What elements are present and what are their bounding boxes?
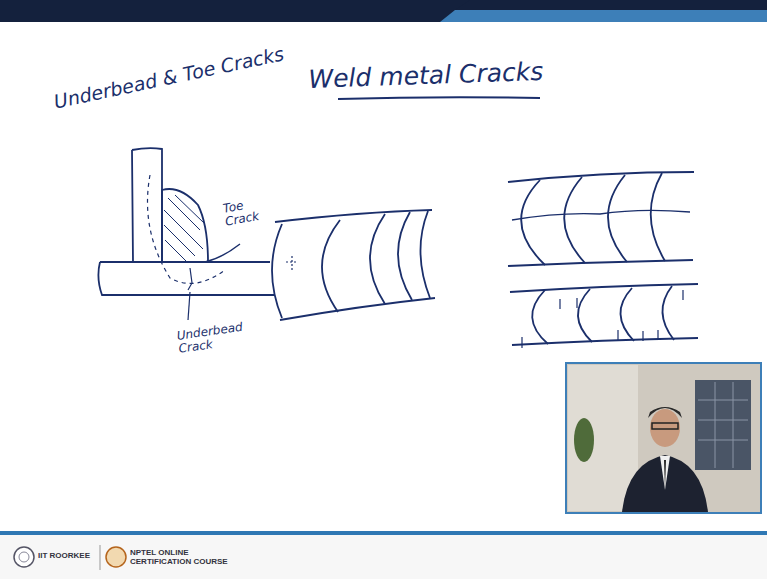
- footer-logo-text: IIT ROORKEE: [38, 552, 108, 561]
- iit-logo-inner: [19, 552, 29, 562]
- title-underline: [338, 97, 540, 99]
- section-heading: Underbead & Toe Cracks: [52, 38, 311, 112]
- header-bar: [0, 0, 767, 22]
- callout-label: Underbead Crack: [176, 319, 259, 356]
- slide-title: Weld metal Cracks: [308, 57, 569, 94]
- presenter-inset: [566, 363, 761, 513]
- header-stripe-dark: [455, 0, 767, 10]
- weld-bead-longitudinal-crack: [508, 172, 694, 266]
- weld-bead-transverse-crack: [510, 284, 698, 348]
- iit-logo: [14, 547, 34, 567]
- header-stripe: [440, 10, 767, 22]
- footer-line: [0, 531, 767, 535]
- callout-label: Toe Crack: [222, 195, 274, 229]
- footer-band: [0, 535, 767, 579]
- footer-logo-text: NPTEL ONLINE CERTIFICATION COURSE: [130, 549, 240, 567]
- weld-bead-underbead: [272, 210, 435, 320]
- footer-divider: [100, 545, 101, 570]
- t-joint-sketch: [98, 148, 275, 320]
- nptel-logo: [106, 547, 126, 567]
